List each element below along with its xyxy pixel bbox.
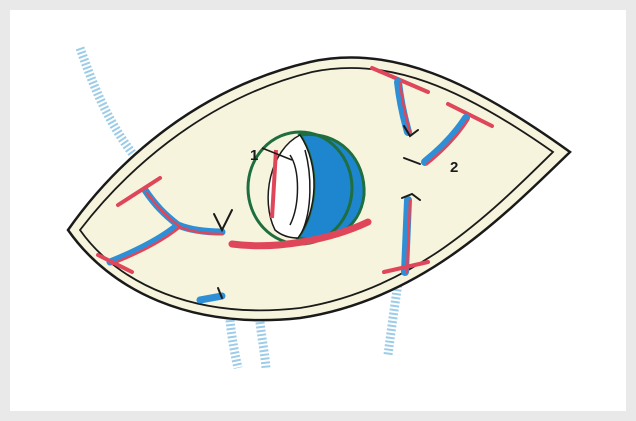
label-one: 1 [250, 147, 258, 164]
label-two: 2 [450, 159, 458, 176]
background-vessel-bottom [230, 320, 238, 368]
background-vessel-bottom-2 [260, 322, 266, 368]
bottom-vessel-stub [200, 296, 222, 300]
